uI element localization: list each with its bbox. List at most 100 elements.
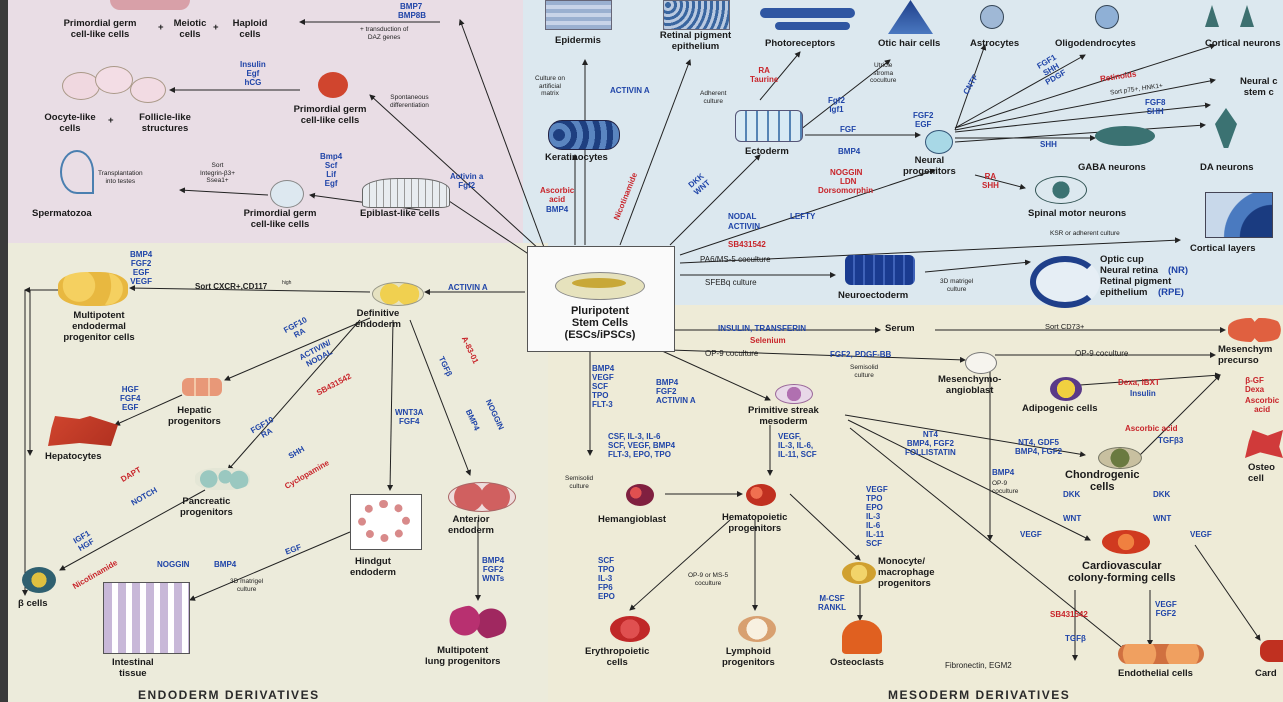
beta-label: β cells (18, 598, 48, 609)
wnt1-label: WNT (1063, 514, 1082, 523)
insulin-egf-hcg: Insulin Egf hCG (240, 60, 266, 87)
pancreatic-icon (195, 468, 250, 490)
vegf-list: VEGF, IL-3, IL-6, IL-11, SCF (778, 432, 817, 459)
vegf-fgf2: VEGF FGF2 (1155, 600, 1177, 618)
cardio-label: Cardiovascular colony-forming cells (1068, 560, 1176, 584)
cortical-neurons-label: Cortical neurons (1205, 38, 1281, 49)
endo-activin-a: ACTIVIN A (448, 283, 488, 292)
adherent-culture: Adherent culture (700, 90, 727, 105)
primitive-icon (775, 384, 813, 404)
rpe-abbr-label: (RPE) (1158, 287, 1184, 298)
follicle-label: Follicle-like structures (139, 112, 191, 134)
sort-integrin-label: Sort Integrin-β3+ Ssea1+ (200, 162, 235, 184)
lymphoid-icon (738, 616, 776, 642)
bmp4-fgf2-act: BMP4 FGF2 ACTIVIN A (656, 378, 696, 405)
semisolid-2: Semisolid culture (565, 475, 594, 490)
neural-prog-icon (925, 130, 953, 154)
multipotent-label: Multipotent endodermal progenitor cells (63, 310, 135, 343)
endothelial-icon (1118, 644, 1204, 664)
monocyte-icon (842, 562, 876, 584)
adipogenic-icon (1050, 377, 1082, 401)
keratinocytes-icon (548, 120, 620, 150)
nr-label: (NR) (1168, 265, 1189, 276)
bgf-dexa: β-GF Dexa (1245, 376, 1265, 394)
ldn-label: LDN (840, 177, 857, 186)
neural-prog-label: Neural progenitors (903, 155, 956, 177)
center-line3: (ESCs/iPSCs) (564, 329, 636, 341)
ksr-label: KSR or adherent culture (1050, 230, 1120, 237)
mesoderm-section-title: MESODERM DERIVATIVES (888, 688, 1071, 702)
osteoclast-icon (842, 620, 882, 654)
hgf-list: HGF FGF4 EGF (120, 385, 141, 412)
serum-label: Serum (885, 323, 915, 334)
hepatic-label: Hepatic progenitors (168, 405, 221, 427)
pa6-label: PA6/MS-5 coculture (700, 255, 771, 264)
scf-list: SCF TPO IL-3 FP6 EPO (598, 556, 615, 601)
plus2: + (213, 22, 219, 33)
fgf2-pdgf: FGF2, PDGF-BB (830, 350, 892, 359)
spinal-label: Spinal motor neurons (1028, 208, 1127, 219)
pgc-top-label: Primordial germ cell-like cells (63, 18, 137, 40)
mesenchymo-icon (965, 352, 997, 374)
ra-taurine: RA Taurine (750, 66, 779, 84)
card-label: Card (1255, 668, 1277, 679)
erythro-icon (610, 616, 650, 642)
intestinal-icon (103, 582, 190, 654)
fgf2-igf1: Fgf2 Igf1 (828, 96, 845, 114)
ascorbic-label: Ascorbic acid (540, 186, 575, 204)
definitive-icon (372, 282, 424, 306)
plus1: + (158, 22, 164, 33)
colony-dots-icon (572, 278, 626, 288)
neural-retina-label: Neural retina (1100, 265, 1159, 276)
da-icon (1215, 108, 1237, 148)
selenium: Selenium (750, 336, 786, 345)
chondro-label: Chondrogenic cells (1065, 469, 1140, 493)
pgc-mid-icon (318, 72, 348, 98)
bmp7-label: BMP7 (400, 2, 423, 11)
sort-cxcr: Sort CXCR+,CD117 (195, 282, 268, 291)
neuroectoderm-icon (845, 255, 915, 285)
center-line1: Pluripotent (570, 305, 630, 317)
da-label: DA neurons (1200, 162, 1254, 173)
oocyte-label: Oocyte-like cells (44, 112, 96, 134)
noggin-label: NOGGIN (830, 168, 863, 177)
dkk1-label: DKK (1063, 490, 1081, 499)
activin-label: ACTIVIN (728, 222, 760, 231)
pgc-mid-label: Primordial germ cell-like cells (293, 104, 367, 126)
vegf1-label: VEGF (1020, 530, 1042, 539)
neural-crest-label: Neural c stem c (1240, 76, 1278, 98)
rpe-icon (663, 0, 730, 30)
noggin-bmp4: NOGGIN (157, 560, 190, 569)
meso-bmp4-list: BMP4 VEGF SCF TPO FLT-3 (592, 364, 615, 409)
anterior-label: Anterior endoderm (448, 514, 494, 536)
sb-ecto: SB431542 (728, 240, 766, 249)
tgfb3-label: TGFβ3 (1158, 436, 1184, 445)
oligo-icon (1095, 5, 1119, 29)
vegf-tpo-list: VEGF TPO EPO IL-3 IL-6 IL-11 SCF (866, 485, 888, 548)
tgfb-meso: TGFβ (1065, 634, 1086, 643)
matrigel-endo: 3D matrigel culture (230, 578, 264, 593)
ecto-activin-a: ACTIVIN A (610, 86, 650, 95)
osteo-label: Osteo cell (1248, 462, 1275, 484)
mesenchymal-label: Mesenchym precurso (1218, 344, 1273, 366)
adipogenic-label: Adipogenic cells (1022, 403, 1098, 414)
erythro-label: Erythropoietic cells (585, 646, 650, 668)
hindgut-label: Hindgut endoderm (350, 556, 396, 578)
monocyte-label: Monocyte/ macrophage progenitors (878, 556, 935, 589)
matrigel-3d: 3D matrigel culture (940, 278, 974, 293)
astrocytes-label: Astrocytes (970, 38, 1020, 49)
ecto-bmp4: BMP4 (838, 147, 861, 156)
ascorbic2-label: Ascorbic acid (1245, 396, 1280, 414)
definitive-label: Definitive endoderm (355, 308, 401, 330)
intestinal-label: Intestinal tissue (112, 657, 154, 679)
op9-ms5: OP-9 or MS-5 coculture (688, 572, 729, 587)
sperm-icon (60, 150, 94, 194)
mesenchymo-label: Mesenchymo- angioblast (938, 374, 1002, 396)
wnt3a-fgf4: WNT3A FGF4 (395, 408, 424, 426)
ectoderm-label: Ectoderm (745, 146, 789, 157)
mesoderm-panel (548, 305, 1283, 702)
center-line2: Stem Cells (571, 317, 629, 329)
semisolid-1: Semisolid culture (850, 364, 879, 379)
